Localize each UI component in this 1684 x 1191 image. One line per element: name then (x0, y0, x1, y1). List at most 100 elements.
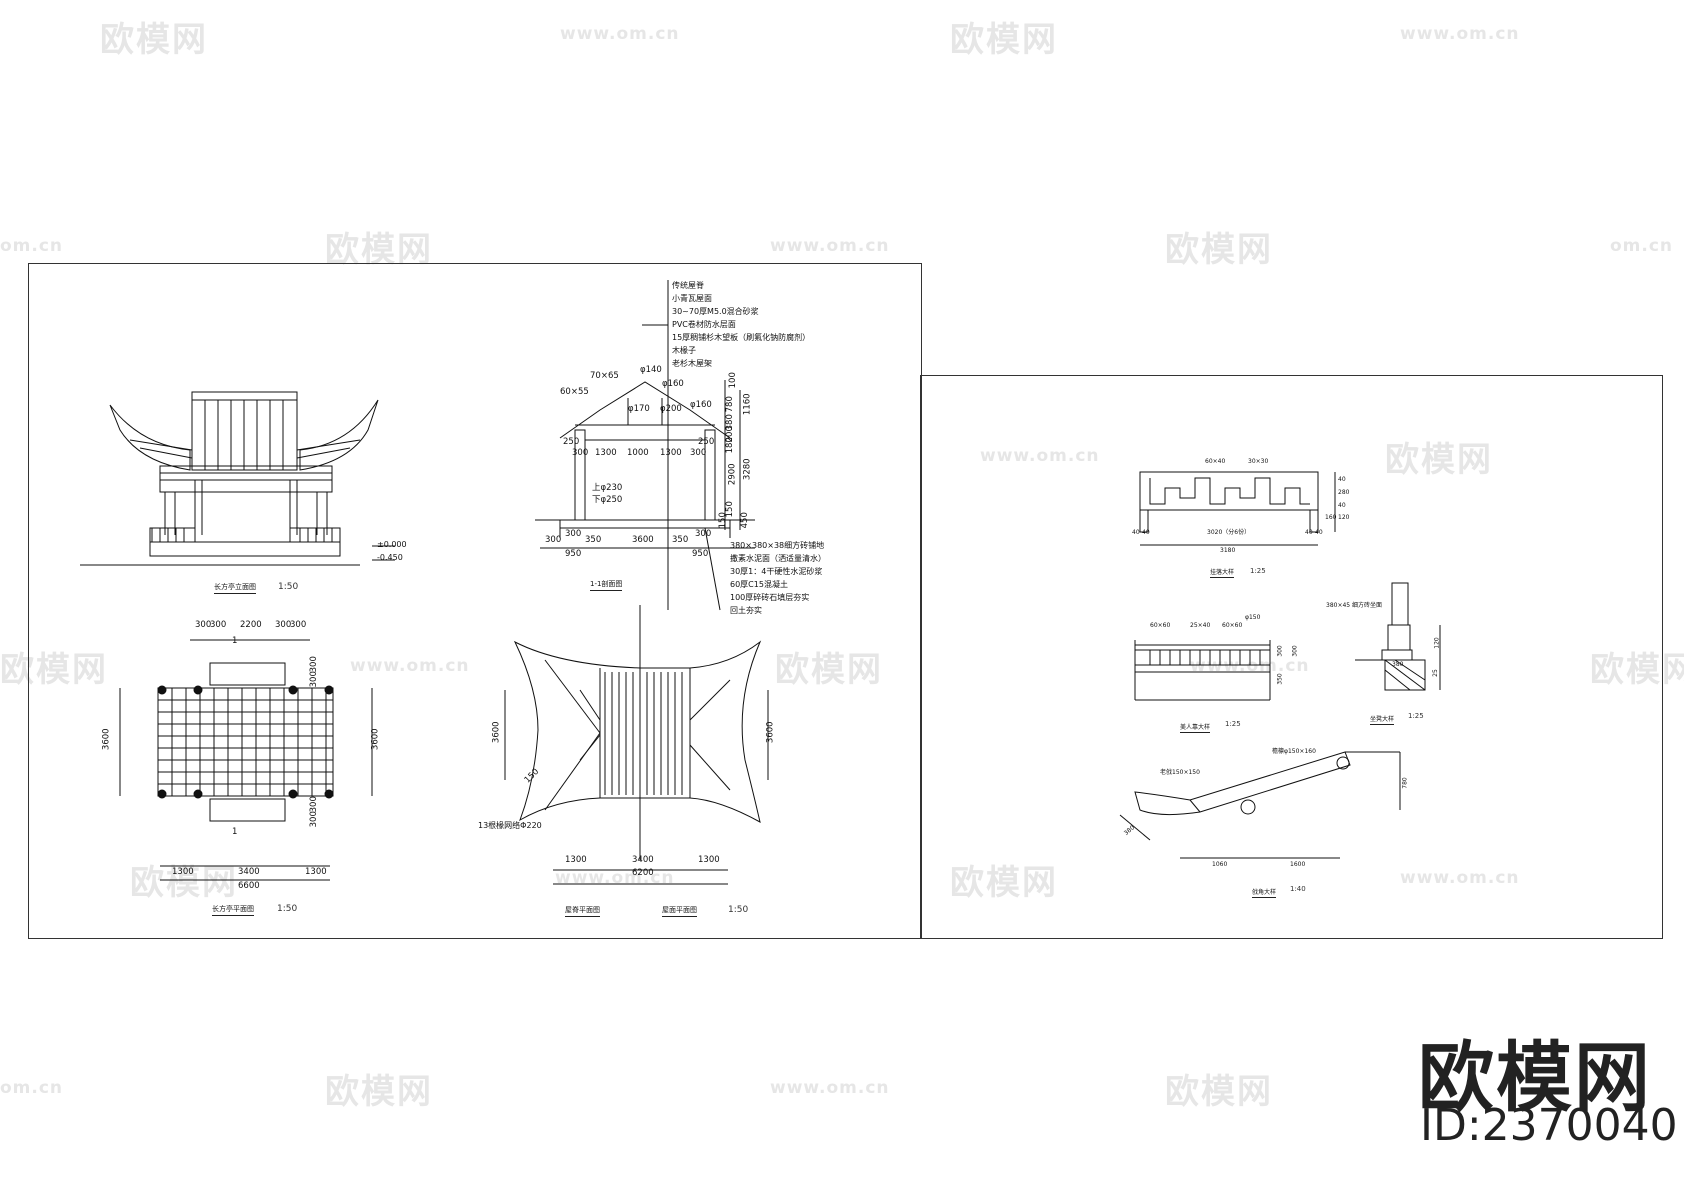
dim-label: 950 (565, 549, 582, 559)
dim-label: 3400 (238, 867, 260, 877)
roof-plan-scale: 1:50 (728, 905, 749, 915)
dim-label: 3400 (632, 855, 654, 865)
corner-detail-title: 戗角大样 (1252, 889, 1277, 898)
dim-label: 350 (672, 535, 689, 545)
dim-label: 300 (545, 535, 562, 545)
dim-label: 250 (563, 437, 580, 447)
dim-label: 450 (739, 512, 750, 529)
dim-label: φ200 (660, 404, 682, 414)
dim-label: 1000 (627, 448, 649, 458)
dim-label: φ170 (628, 404, 650, 414)
dim-label: 180 (724, 437, 735, 454)
floor-layer: 回土夯实 (730, 606, 762, 615)
dim-label: 60×60 (1150, 622, 1171, 629)
dim-label: 3600 (101, 728, 112, 751)
right-drawing-sheet (920, 375, 1663, 939)
dim-label: 300 (572, 448, 589, 458)
section-title: 1-1剖面图 (590, 579, 623, 591)
dim-label: 300 (195, 620, 212, 630)
dim-label: 70×65 (590, 371, 619, 381)
dim-label: 1300 (565, 855, 587, 865)
level-top: ±0.000 (377, 540, 407, 549)
dim-label: 40 (1338, 476, 1346, 483)
rafter-note: 13根椽网络Φ220 (478, 821, 542, 830)
dim-label: 40 (1315, 529, 1323, 536)
seat-section-scale: 1:25 (1408, 712, 1424, 720)
section-mark: 1 (232, 636, 238, 646)
dim-label: 1300 (660, 448, 682, 458)
dim-label: 3020（分6份） (1207, 529, 1251, 536)
dim-label: 60×60 (1222, 622, 1243, 629)
dim-label: 950 (692, 549, 709, 559)
floor-layer: 380×380×38细方砖铺地 (730, 541, 825, 550)
column-dim-upper: 上φ230 (592, 483, 623, 493)
corner-label-rafter: 老戗150×150 (1160, 769, 1200, 776)
dim-label: 780 (1401, 777, 1409, 789)
dim-label: 3600 (370, 728, 381, 751)
dim-label: 1060 (1212, 861, 1228, 868)
dim-label: 25×40 (1190, 622, 1211, 629)
dim-label: 40 (1132, 529, 1140, 536)
seat-section-title: 坐凳大样 (1370, 716, 1395, 725)
seat-detail-title: 美人靠大样 (1180, 724, 1211, 733)
dim-label: φ150 (1245, 614, 1261, 621)
dim-label: 300 (275, 620, 292, 630)
dim-label: 160 (1325, 514, 1337, 521)
floor-layer: 60厚C15混凝土 (730, 580, 788, 589)
dim-label: 25 (1431, 669, 1439, 677)
dim-label: 6200 (632, 868, 654, 878)
dim-label: 1300 (595, 448, 617, 458)
seat-detail-scale: 1:25 (1225, 720, 1241, 728)
dim-label: 120 (1433, 637, 1441, 649)
plan-scale: 1:50 (277, 904, 298, 914)
dim-label: 300 (210, 620, 227, 630)
roof-plan-title-right: 屋面平面图 (662, 905, 697, 917)
dim-label: 300 (1276, 645, 1284, 657)
dim-label: 40 (1338, 502, 1346, 509)
floor-layer: 100厚碎砖石填层夯实 (730, 593, 810, 602)
level-bottom: -0.450 (377, 553, 403, 562)
roof-layer: PVC卷材防水层面 (672, 320, 736, 329)
roof-layer: 30~70厚M5.0混合砂浆 (672, 307, 759, 316)
front-elevation-scale: 1:50 (278, 582, 299, 592)
dim-label: 1300 (305, 867, 327, 877)
dim-label: 2200 (240, 620, 262, 630)
dim-label: 350 (585, 535, 602, 545)
floor-layer: 30厚1：4干硬性水泥砂浆 (730, 567, 823, 576)
dim-label: 3600 (765, 721, 776, 744)
dim-label: 380 (1392, 661, 1404, 668)
roof-plan-drawing (504, 605, 769, 885)
floor-layer: 撒素水泥面（洒适量清水） (730, 554, 826, 563)
dim-label: 1160 (742, 393, 753, 416)
seat-detail-drawing (1134, 640, 1271, 701)
plan-title: 长方亭平面图 (212, 904, 254, 916)
dim-label: 300 (308, 656, 319, 673)
dim-label: φ160 (690, 400, 712, 410)
roof-plan-title-left: 屋脊平面图 (565, 905, 600, 917)
roof-layer: 传统屋脊 (672, 281, 704, 290)
dim-label: 3180 (1220, 547, 1236, 554)
section-drawing (535, 280, 755, 611)
dim-label: 100 (727, 372, 738, 389)
dim-label: 3600 (632, 535, 654, 545)
dim-label: φ140 (640, 365, 662, 375)
section-mark: 1 (232, 827, 238, 837)
left-drawing-sheet (28, 263, 922, 939)
roof-layer: 木椽子 (672, 346, 696, 355)
corner-detail-scale: 1:40 (1290, 885, 1306, 893)
dim-label: 1600 (1290, 861, 1306, 868)
roof-layer: 老杉木屋架 (672, 359, 712, 368)
corner-detail-drawing (1119, 751, 1401, 859)
dim-label: 300 (690, 448, 707, 458)
dim-label: 1300 (172, 867, 194, 877)
front-elevation-title: 长方亭立面图 (214, 582, 256, 594)
plan-drawing (119, 639, 373, 881)
front-elevation-drawing (80, 391, 395, 566)
dim-label: 40 (1305, 529, 1313, 536)
dim-label: 60×40 (1205, 458, 1226, 465)
dim-label: 300 (308, 796, 319, 813)
dim-label: 120 (1338, 514, 1350, 521)
brand-id-label: ID:2370040 (1420, 1100, 1678, 1151)
dim-label: 300 (565, 529, 582, 539)
